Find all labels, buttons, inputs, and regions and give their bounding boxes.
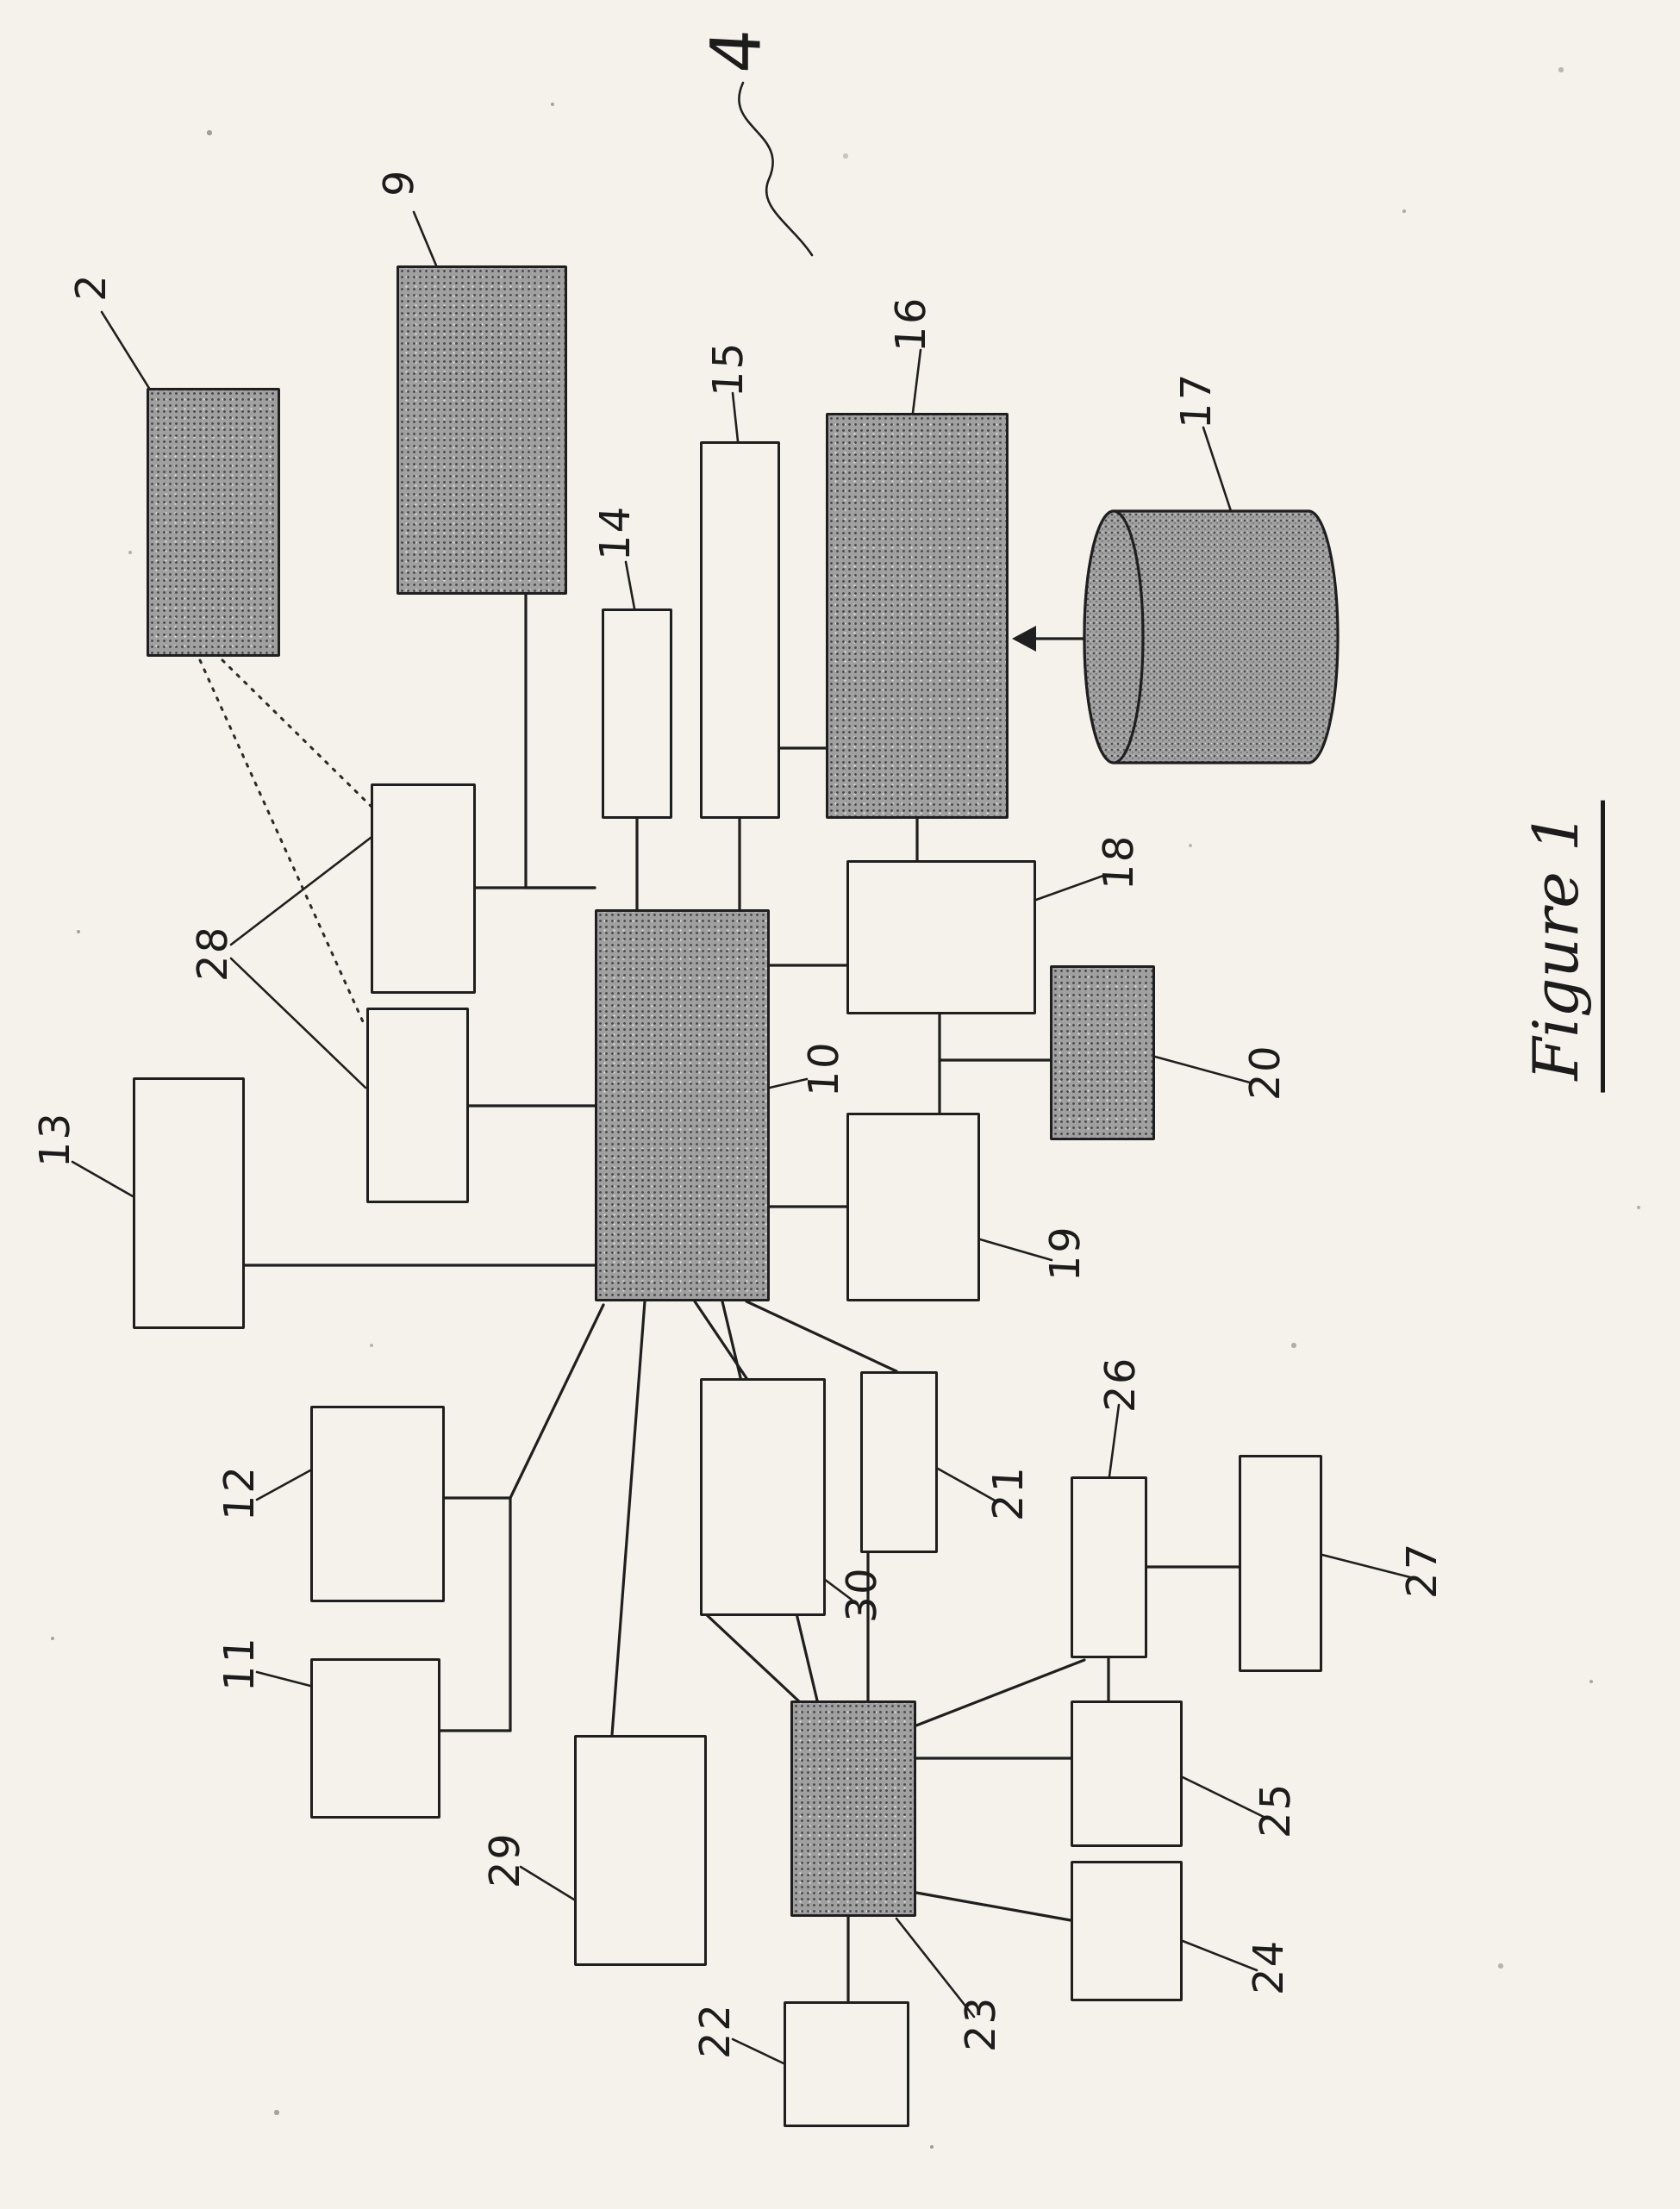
box-29 (574, 1735, 707, 1966)
ref-label-25: 25 (1252, 1780, 1300, 1840)
edge-junction-10 (509, 1303, 605, 1500)
pointer-26 (1108, 1403, 1121, 1478)
pointer-9 (412, 210, 438, 267)
figure-caption: Figure 1 (1520, 800, 1605, 1093)
dotted-link-2-28a (221, 658, 372, 808)
pointer-28-upper (229, 836, 372, 946)
edge-23-24 (915, 1891, 1072, 1922)
pointer-27 (1321, 1553, 1412, 1579)
box-13 (133, 1077, 245, 1329)
box-16 (826, 413, 1009, 819)
ref-label-26: 26 (1096, 1354, 1145, 1414)
ref-label-19: 19 (1041, 1223, 1090, 1283)
box-21 (860, 1371, 938, 1553)
ref-label-29: 29 (481, 1830, 529, 1890)
ref-label-22: 22 (691, 2000, 740, 2061)
pointer-13 (71, 1160, 134, 1198)
figure-caption-text: Figure 1 (1520, 800, 1605, 1093)
ref-label-27: 27 (1398, 1540, 1446, 1601)
pointer-25 (1181, 1775, 1265, 1819)
ref-label-17: 17 (1172, 371, 1221, 431)
pointer-21 (936, 1467, 998, 1503)
box-10 (595, 909, 770, 1301)
pointer-10 (768, 1077, 809, 1089)
pointer-14 (624, 560, 636, 610)
box-27 (1239, 1455, 1322, 1672)
box-19 (846, 1113, 980, 1301)
ref-label-14: 14 (591, 502, 640, 563)
pointer-23 (895, 1917, 976, 2019)
ref-label-28: 28 (189, 923, 237, 983)
box-26 (1071, 1476, 1147, 1658)
edge-23-26 (915, 1658, 1086, 1727)
pointer-19 (978, 1238, 1053, 1262)
box-23 (790, 1700, 916, 1917)
box-20 (1050, 965, 1155, 1140)
ref-label-13: 13 (31, 1109, 79, 1170)
arrowhead-into-16 (1012, 626, 1036, 652)
ref-label-21: 21 (984, 1463, 1033, 1523)
ref-label-10: 10 (800, 1039, 848, 1099)
ref-label-20: 20 (1241, 1042, 1290, 1102)
ref-label-12: 12 (215, 1463, 264, 1523)
box-30 (700, 1378, 826, 1616)
ref-label-15: 15 (704, 339, 753, 399)
pointer-28-lower (229, 957, 367, 1089)
cylinder-17 (1083, 509, 1340, 764)
edge-10-21 (745, 1300, 898, 1373)
ref-label-2: 2 (67, 271, 116, 303)
box-22 (784, 2001, 909, 2127)
box-14 (602, 608, 672, 819)
ref-label-9: 9 (375, 167, 423, 198)
pointer-2 (100, 310, 152, 391)
pointer-15 (731, 391, 740, 443)
pointer-18 (1034, 874, 1105, 902)
ref-label-18: 18 (1095, 832, 1143, 892)
pointer-29 (519, 1865, 576, 1901)
ref-label-30: 30 (838, 1564, 886, 1625)
box-2 (147, 388, 280, 657)
ref-label-23: 23 (957, 1994, 1005, 2054)
pointer-16 (911, 348, 922, 415)
edge-30-23 (703, 1612, 802, 1704)
edge-10-29 (610, 1300, 646, 1737)
pointer-24 (1181, 1939, 1258, 1972)
box-18 (846, 860, 1036, 1014)
box-11 (310, 1658, 440, 1819)
pointer-17 (1202, 426, 1233, 513)
ref-label-16: 16 (887, 294, 935, 354)
pointer-22 (731, 2037, 785, 2065)
scan-speckles (0, 0, 2, 2)
ref-label-4: 4 (696, 25, 777, 75)
pointer-4-squiggle (738, 81, 814, 257)
box-12 (310, 1406, 445, 1602)
box-28a (371, 783, 476, 994)
ref-label-11: 11 (215, 1633, 264, 1694)
box-24 (1071, 1861, 1183, 2001)
box-15 (700, 441, 780, 819)
box-9 (397, 265, 567, 595)
box-28b (366, 1008, 469, 1203)
pointer-30 (822, 1577, 853, 1601)
ref-label-24: 24 (1245, 1937, 1293, 1997)
pointer-12 (255, 1469, 312, 1501)
pointer-20 (1153, 1055, 1252, 1084)
box-25 (1071, 1700, 1183, 1847)
edge-9-10 (524, 593, 596, 889)
pointer-11 (255, 1670, 312, 1688)
